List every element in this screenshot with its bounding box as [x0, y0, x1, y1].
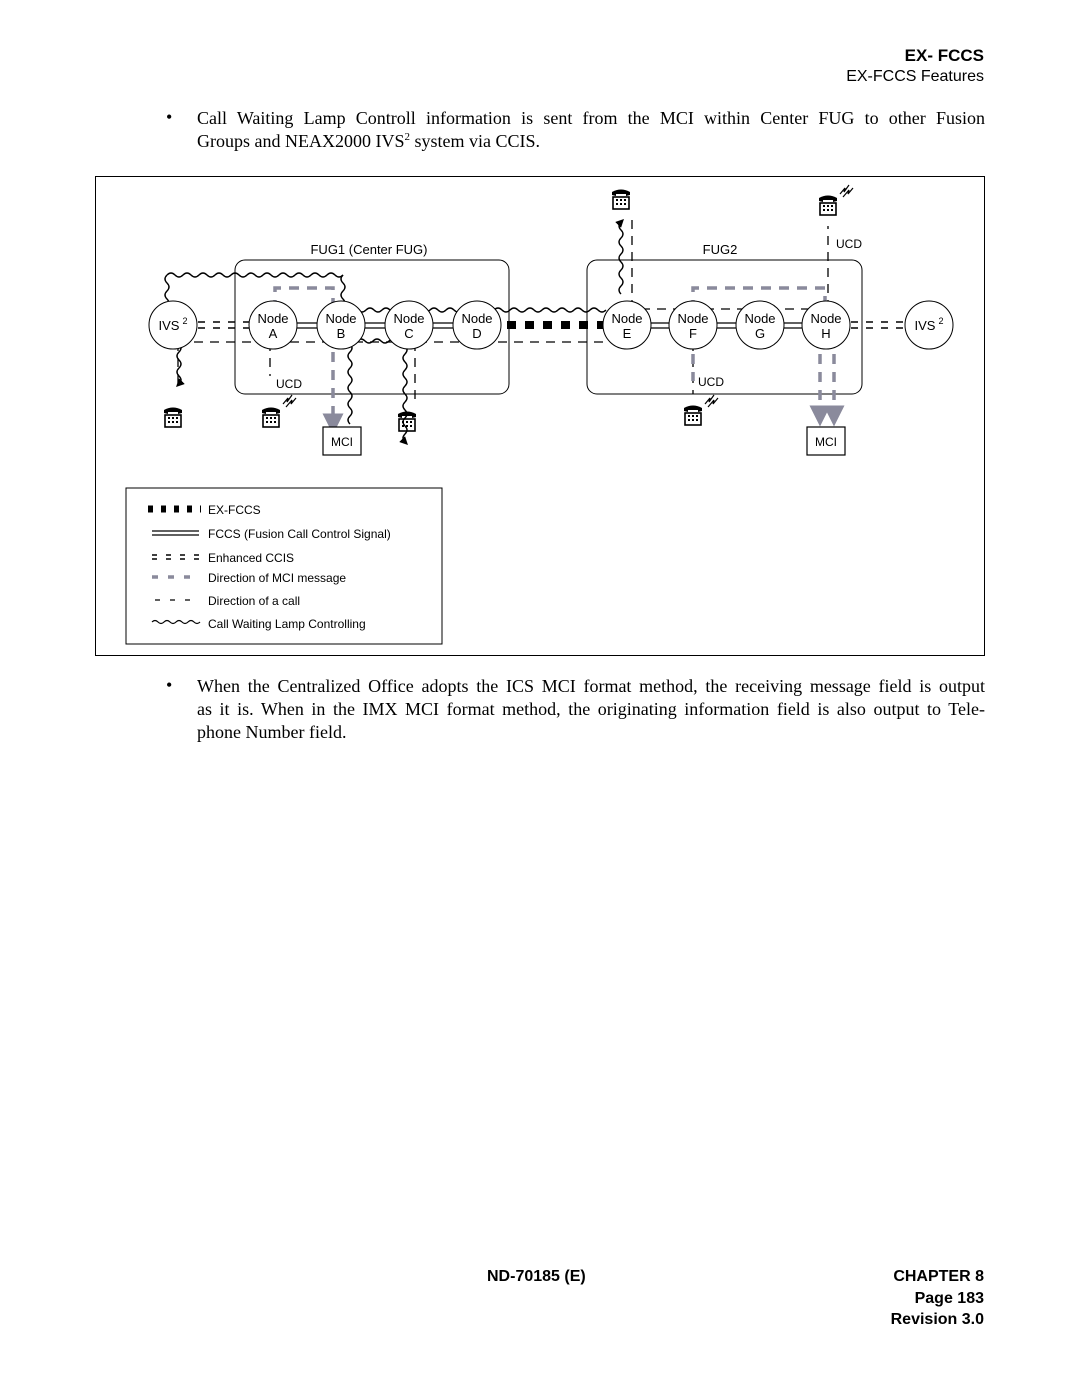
- legend-label-ex-fccs: EX-FCCS: [208, 503, 261, 517]
- paragraph-2-line-3: phone Number field.: [197, 722, 347, 742]
- section-subtitle: EX-FCCS Features: [846, 68, 984, 85]
- mci-box-right: MCI: [806, 426, 846, 456]
- node-circle: [668, 300, 718, 350]
- svg-text:IVS: IVS: [159, 318, 180, 333]
- node-word-label: Node: [744, 311, 775, 326]
- svg-text:MCI: MCI: [331, 435, 353, 449]
- ring-icon-b: [282, 394, 297, 408]
- cwlc-c-down: [399, 337, 408, 445]
- ucd-label-top: UCD: [836, 237, 862, 251]
- paragraph-2-line-1: When the Centralized Office adopts the I…: [197, 676, 985, 696]
- legend: EX-FCCS FCCS (Fusion Call Control Signal…: [125, 487, 443, 645]
- phone-icon-h: [818, 194, 838, 216]
- node-word-label: Node: [611, 311, 642, 326]
- bullet-2: •: [166, 675, 173, 695]
- node-word-label: Node: [461, 311, 492, 326]
- diagram-frame: [95, 176, 985, 656]
- ivs-left: IVS 2: [148, 300, 198, 350]
- bullet-1: •: [166, 107, 173, 127]
- paragraph-2-line-2: as it is. When in the IMX MCI format met…: [197, 699, 985, 719]
- footer-revision: Revision 3.0: [890, 1311, 984, 1328]
- legend-label-mci-direction: Direction of MCI message: [208, 571, 346, 585]
- node-word-label: Node: [257, 311, 288, 326]
- legend-label-cwlc: Call Waiting Lamp Controlling: [208, 617, 366, 631]
- mci-box-left: MCI: [322, 426, 362, 456]
- node-circle: [452, 300, 502, 350]
- ring-icon-f: [704, 394, 719, 408]
- ivs-right: IVS 2: [904, 300, 954, 350]
- phone-icon-f: [683, 404, 703, 426]
- ucd-label-fug2: UCD: [698, 375, 724, 389]
- footer-chapter: CHAPTER 8: [893, 1268, 984, 1285]
- fug2-label: FUG2: [703, 242, 738, 257]
- section-title: EX- FCCS: [904, 46, 984, 65]
- footer-doc-id: ND-70185 (E): [487, 1268, 586, 1285]
- cwlc-e-up: [615, 219, 624, 295]
- node-word-label: Node: [810, 311, 841, 326]
- fug1-label: FUG1 (Center FUG): [310, 242, 427, 257]
- node-word-label: Node: [677, 311, 708, 326]
- legend-label-call-direction: Direction of a call: [208, 594, 300, 608]
- mci-path-fug2: [691, 286, 827, 310]
- node-circle: [801, 300, 851, 350]
- phone-icon-e: [611, 188, 631, 210]
- node-letter-label: G: [755, 326, 765, 341]
- paragraph-2: When the Centralized Office adopts the I…: [197, 675, 985, 744]
- svg-text:2: 2: [938, 316, 943, 326]
- svg-text:2: 2: [182, 316, 187, 326]
- node-letter-label: F: [689, 326, 697, 341]
- paragraph-1-line-1: Call Waiting Lamp Controll information i…: [197, 108, 985, 128]
- node-circle: [384, 300, 434, 350]
- cwlc-b-mci: [347, 335, 353, 425]
- node-circle: [316, 300, 366, 350]
- node-circle: [248, 300, 298, 350]
- node-circle: [735, 300, 785, 350]
- ex-fccs-diagram: FUG1 (Center FUG) FUG2: [95, 176, 985, 656]
- ring-icon-h: [839, 184, 854, 198]
- node-letter-label: D: [472, 326, 481, 341]
- paragraph-1: Call Waiting Lamp Controll information i…: [197, 107, 985, 153]
- footer-page: Page 183: [914, 1290, 984, 1307]
- svg-text:MCI: MCI: [815, 435, 837, 449]
- legend-label-enhanced-ccis: Enhanced CCIS: [208, 551, 294, 565]
- mci-path-fug1: [273, 286, 344, 435]
- node-letter-label: H: [821, 326, 830, 341]
- paragraph-1-line-2: Groups and NEAX2000 IVS2 system via CCIS…: [197, 131, 540, 151]
- node-word-label: Node: [393, 311, 424, 326]
- node-word-label: Node: [325, 311, 356, 326]
- ucd-label-fug1: UCD: [276, 377, 302, 391]
- node-letter-label: B: [337, 326, 346, 341]
- phone-icon-b: [261, 406, 281, 428]
- node-letter-label: A: [269, 326, 278, 341]
- cwlc-top: [166, 272, 344, 278]
- node-letter-label: E: [623, 326, 632, 341]
- svg-text:IVS: IVS: [915, 318, 936, 333]
- node-circle: [602, 300, 652, 350]
- node-letter-label: C: [404, 326, 413, 341]
- phone-icon-left: [163, 406, 183, 428]
- legend-label-fccs: FCCS (Fusion Call Control Signal): [208, 527, 391, 541]
